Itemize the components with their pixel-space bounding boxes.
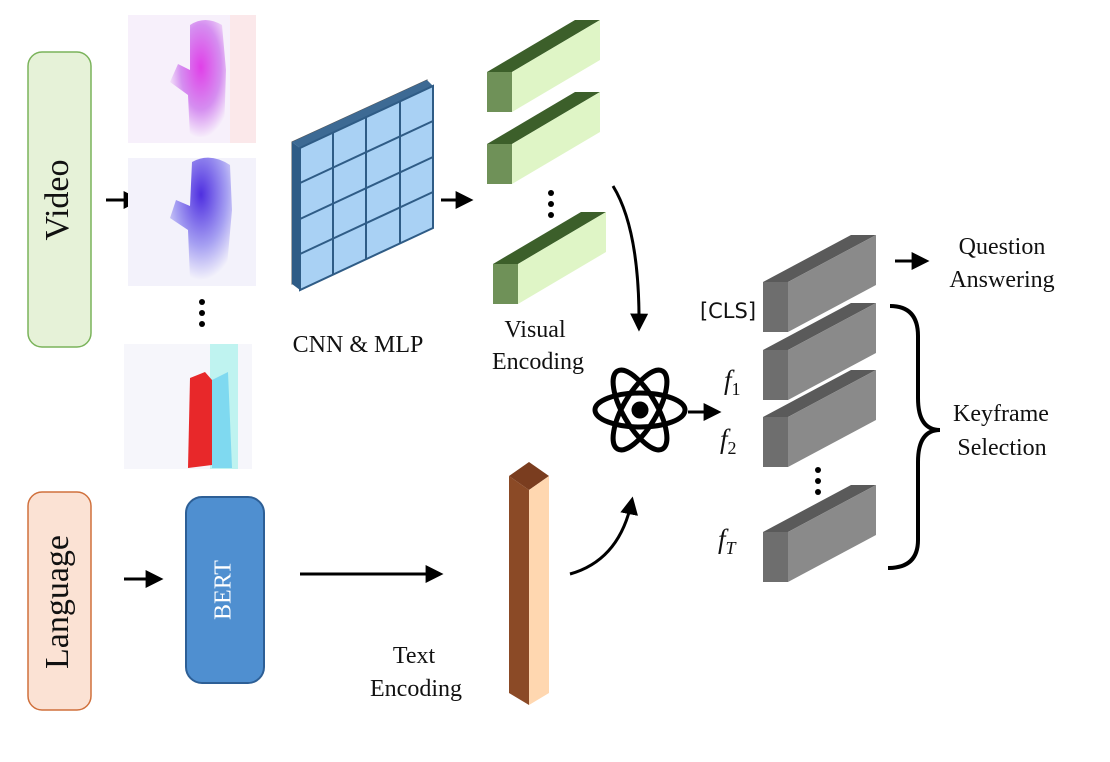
output-token-fT xyxy=(763,485,876,582)
keyframe-selection-label-line2: Selection xyxy=(957,435,1046,461)
text-encoding-label-line1: Text xyxy=(393,643,436,669)
visual-token-1 xyxy=(487,20,600,112)
output-token-cls xyxy=(763,235,876,332)
text-to-fusion-arrow xyxy=(569,496,638,576)
text-encoding-label-line2: Encoding xyxy=(370,676,462,702)
bert-encoder: BERT xyxy=(185,496,265,684)
text-encoding-token xyxy=(509,462,549,705)
video-input-box: Video xyxy=(27,51,92,348)
video-frame-ellipsis xyxy=(199,299,205,327)
question-answering-label-line2: Answering xyxy=(949,267,1054,293)
video-frame-3 xyxy=(124,344,252,469)
f2-label: f2 xyxy=(720,424,737,458)
question-answering-label-line1: Question xyxy=(959,234,1046,260)
visual-encoding-label-line1: Visual xyxy=(504,317,566,343)
visual-token-n xyxy=(493,212,606,304)
video-label: Video xyxy=(39,159,76,240)
bert-label: BERT xyxy=(211,560,237,620)
visual-token-ellipsis xyxy=(548,190,554,218)
keyframe-brace xyxy=(887,304,941,570)
fusion-atom-icon xyxy=(592,367,688,453)
fT-label: fT xyxy=(718,524,738,558)
cls-token-label: [CLS] xyxy=(700,299,756,323)
keyframe-selection-label-line1: Keyframe xyxy=(953,401,1049,427)
output-token-f2 xyxy=(763,370,876,467)
f1-label: f1 xyxy=(724,365,741,399)
visual-token-2 xyxy=(487,92,600,184)
language-input-box: Language xyxy=(27,491,92,711)
output-token-ellipsis xyxy=(815,467,821,495)
cnn-mlp-label: CNN & MLP xyxy=(293,332,424,358)
video-frame-2 xyxy=(128,157,256,286)
video-frame-1 xyxy=(128,15,256,143)
visual-to-fusion-arrow xyxy=(611,185,649,332)
output-token-f1 xyxy=(763,303,876,400)
visual-encoding-label-line2: Encoding xyxy=(492,349,584,375)
language-label: Language xyxy=(39,535,76,669)
cnn-feature-grid xyxy=(291,79,434,292)
